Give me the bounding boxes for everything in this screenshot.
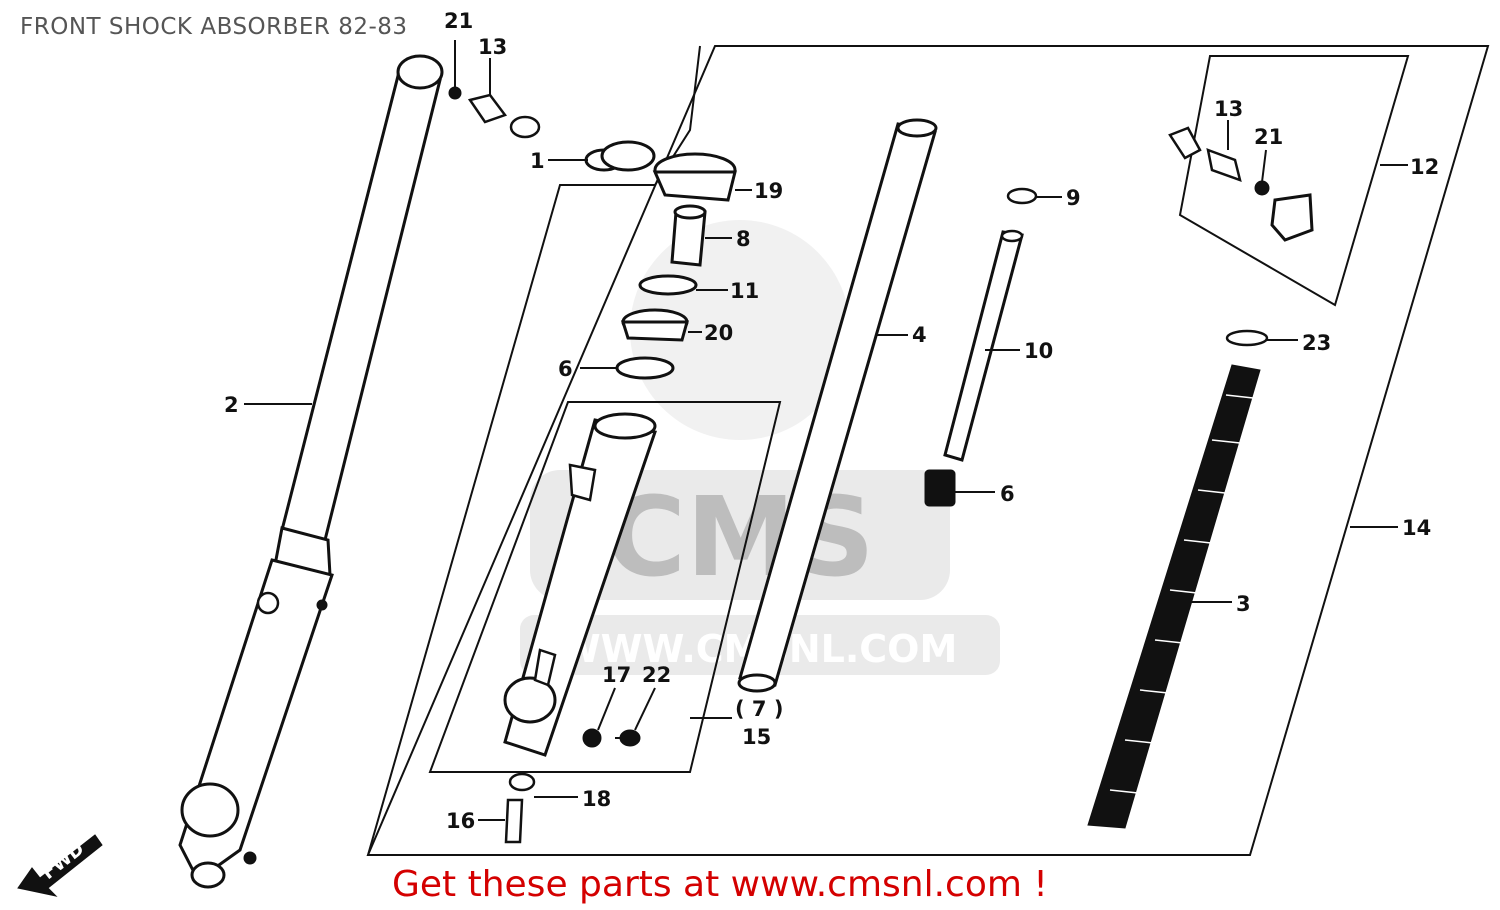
part-11-ring	[638, 274, 698, 296]
callout-21a: 21	[444, 9, 473, 33]
part-19-cap	[652, 152, 737, 202]
callout-4: 4	[912, 323, 927, 347]
part-4-inner-tube	[737, 118, 938, 693]
part-10-damper-rod	[943, 229, 1024, 462]
part-13b-bolt	[1168, 126, 1242, 182]
callout-9: 9	[1066, 186, 1081, 210]
callout-13a: 13	[478, 35, 507, 59]
callout-20: 20	[704, 321, 733, 345]
callout-22: 22	[642, 663, 671, 687]
callout-6b: 6	[1000, 482, 1015, 506]
assembly-frame-inner	[367, 45, 701, 856]
part-17-washer	[582, 728, 602, 748]
callout-19: 19	[754, 179, 783, 203]
leader-lines	[244, 40, 1408, 821]
part-13a-bolt	[467, 93, 541, 139]
assembly-box-15	[428, 401, 782, 773]
callout-12: 12	[1410, 155, 1439, 179]
part-23-washer	[1225, 329, 1269, 347]
assembly-box-12	[1178, 55, 1410, 307]
part-18-washer	[508, 772, 536, 792]
part-15-slider	[503, 412, 657, 757]
callout-21b: 21	[1254, 125, 1283, 149]
assembly-frame-14	[366, 45, 1490, 856]
part-20-seal	[620, 308, 689, 342]
part-21a-washer	[448, 86, 462, 100]
part-21b-washer	[1254, 180, 1270, 196]
callout-11: 11	[730, 279, 759, 303]
part-8-bushing	[670, 204, 707, 267]
part-6a-ring	[615, 356, 675, 380]
callout-labels: 21 13 1 19 8 11 20 6 2 4 9 10 6 13 21 12…	[224, 9, 1439, 833]
callout-17: 17	[602, 663, 631, 687]
callout-2: 2	[224, 393, 239, 417]
footer-link[interactable]: Get these parts at www.cmsnl.com !	[392, 864, 1048, 905]
callout-15: 15	[742, 725, 771, 749]
callout-23: 23	[1302, 331, 1331, 355]
callout-14: 14	[1402, 516, 1431, 540]
part-22-bolt	[615, 729, 641, 747]
part-3-fork-spring	[1087, 364, 1261, 829]
callout-18: 18	[582, 787, 611, 811]
callout-1: 1	[530, 149, 545, 173]
diagram-title: FRONT SHOCK ABSORBER 82-83	[20, 14, 408, 40]
callout-8: 8	[736, 227, 751, 251]
callout-16: 16	[446, 809, 475, 833]
part-12-drain-fitting	[1270, 193, 1314, 242]
part-2-fork-tube	[178, 54, 444, 889]
watermark-logo: CMS	[605, 473, 874, 601]
part-6b-rebound-spring	[924, 469, 956, 507]
callout-10: 10	[1024, 339, 1053, 363]
callout-7: ( 7 )	[735, 697, 783, 721]
callout-3: 3	[1236, 592, 1251, 616]
part-16-bolt	[504, 798, 524, 844]
part-1-washer	[584, 140, 656, 172]
callout-13b: 13	[1214, 97, 1243, 121]
callout-6a: 6	[558, 357, 573, 381]
part-9-nut	[1006, 187, 1038, 205]
fwd-arrow-icon: FWD	[17, 834, 103, 897]
